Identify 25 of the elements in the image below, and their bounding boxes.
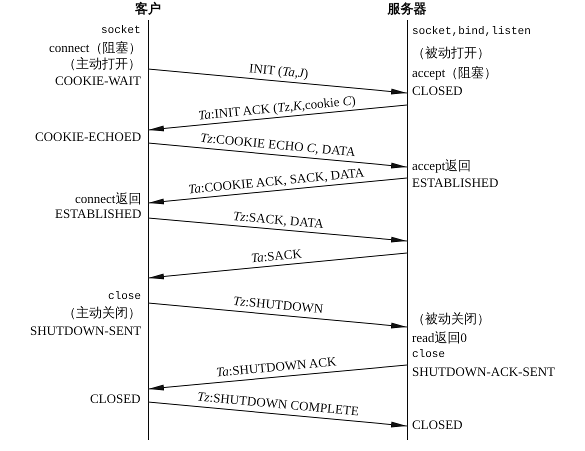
state-label: （主动打开）	[63, 56, 141, 72]
state-label: COOKIE-WAIT	[55, 73, 141, 89]
state-label: accept（阻塞）	[412, 65, 498, 81]
state-label: （主动关闭）	[63, 305, 141, 321]
state-label: ESTABLISHED	[55, 206, 142, 222]
state-label: CLOSED	[412, 83, 463, 99]
state-label: （被动关闭）	[412, 311, 490, 327]
state-label: socket	[101, 24, 141, 39]
state-label: close	[108, 290, 142, 305]
state-label: COOKIE-ECHOED	[35, 129, 142, 145]
state-label: socket,bind,listen	[412, 25, 531, 40]
state-label: read返回0	[412, 330, 467, 346]
message-label: INIT (Ta,J)	[246, 61, 311, 81]
state-label: close	[412, 348, 446, 363]
state-label: connect返回	[75, 191, 142, 207]
lifeline-heading: 客户	[134, 2, 162, 18]
state-label: SHUTDOWN-SENT	[30, 323, 142, 339]
state-label: CLOSED	[90, 391, 141, 407]
state-label: accept返回	[412, 158, 472, 174]
state-label: connect（阻塞）	[49, 40, 142, 56]
state-label: ESTABLISHED	[412, 175, 498, 191]
state-label: CLOSED	[412, 417, 463, 433]
state-label: SHUTDOWN-ACK-SENT	[412, 364, 555, 380]
lifeline-heading: 服务器	[386, 2, 428, 18]
state-label: （被动打开）	[412, 45, 490, 61]
